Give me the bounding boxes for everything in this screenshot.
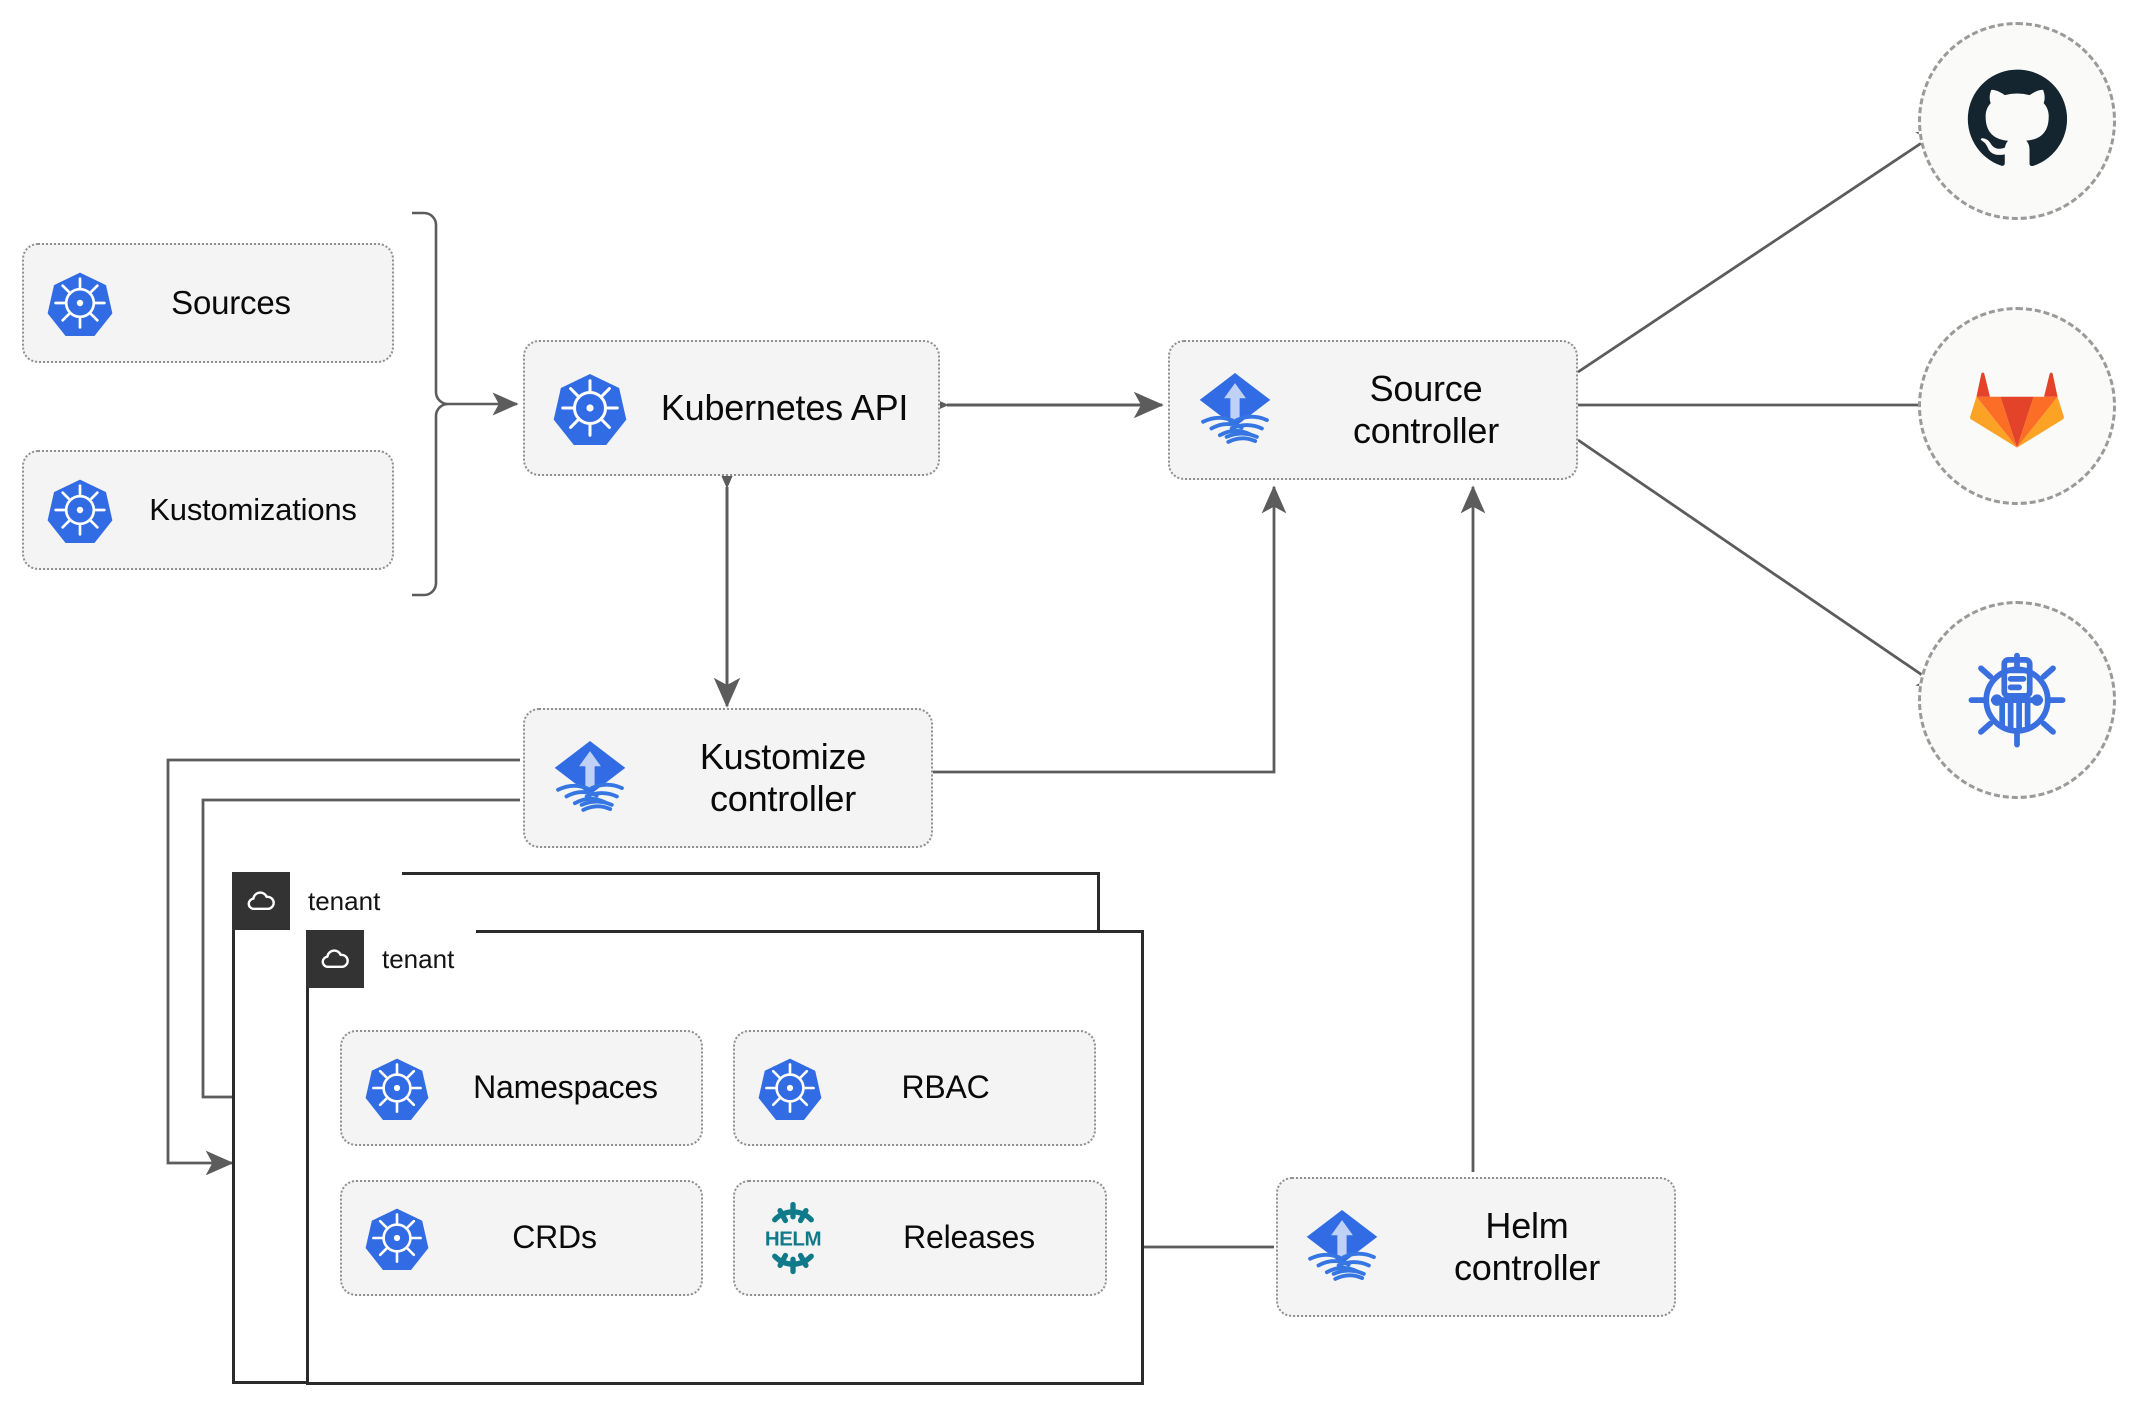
tenant-container-inner: tenant xyxy=(306,930,1144,1385)
flux-icon xyxy=(1278,1205,1406,1289)
endpoint-bucket[interactable] xyxy=(1918,601,2116,799)
flux-icon xyxy=(525,736,655,820)
node-kustomize-controller[interactable]: Kustomize controller xyxy=(523,708,933,848)
kubernetes-icon xyxy=(342,1206,452,1270)
endpoint-github[interactable] xyxy=(1918,22,2116,220)
bucket-icon xyxy=(1964,645,2070,756)
node-label-sources: Sources xyxy=(171,283,291,321)
node-kubernetes-api[interactable]: Kubernetes API xyxy=(523,340,940,476)
tenant-label-inner: tenant xyxy=(364,930,477,988)
node-label-namespaces: Namespaces xyxy=(473,1069,658,1106)
kubernetes-icon xyxy=(342,1056,452,1120)
node-kustomizations[interactable]: Kustomizations xyxy=(22,450,394,570)
kubernetes-icon xyxy=(525,371,655,445)
kubernetes-icon xyxy=(735,1056,845,1120)
node-label-kustomize-controller: Kustomize controller xyxy=(699,735,867,819)
cloud-icon xyxy=(306,930,364,988)
cloud-icon xyxy=(232,872,290,930)
flux-icon xyxy=(1170,368,1300,452)
node-label-crds: CRDs xyxy=(512,1219,597,1256)
node-sources[interactable]: Sources xyxy=(22,243,394,363)
tenant-label-outer: tenant xyxy=(290,872,403,930)
github-icon xyxy=(1965,67,2069,176)
kubernetes-icon xyxy=(24,270,136,336)
svg-text:HELM: HELM xyxy=(765,1228,821,1251)
node-label-rbac: RBAC xyxy=(901,1069,990,1106)
kubernetes-icon xyxy=(24,477,136,543)
tenant-header-inner: tenant xyxy=(306,930,477,988)
node-source-controller[interactable]: Source controller xyxy=(1168,340,1578,480)
tenant-header-outer: tenant xyxy=(232,872,403,930)
node-rbac[interactable]: RBAC xyxy=(733,1030,1096,1146)
node-label-kustomizations: Kustomizations xyxy=(149,491,357,527)
node-label-helm-controller: Helm controller xyxy=(1453,1204,1601,1288)
node-helm-controller[interactable]: Helm controller xyxy=(1276,1177,1676,1317)
node-releases[interactable]: HELM Releases xyxy=(733,1180,1107,1296)
helm-icon: HELM xyxy=(735,1200,851,1276)
node-label-releases: Releases xyxy=(903,1219,1035,1256)
node-label-kubernetes-api: Kubernetes API xyxy=(660,386,909,428)
node-crds[interactable]: CRDs xyxy=(340,1180,703,1296)
node-label-source-controller: Source controller xyxy=(1352,367,1500,451)
gitlab-icon xyxy=(1965,352,2069,461)
endpoint-gitlab[interactable] xyxy=(1918,307,2116,505)
node-namespaces[interactable]: Namespaces xyxy=(340,1030,703,1146)
